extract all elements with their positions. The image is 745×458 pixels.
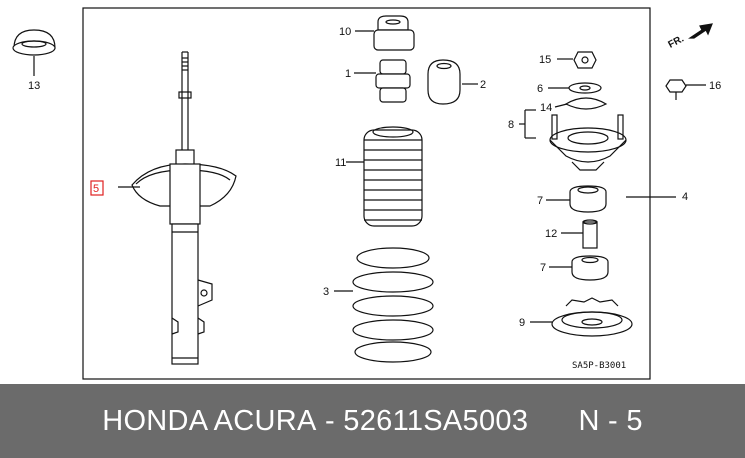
part-13-cap xyxy=(12,29,56,76)
label-1: 1 xyxy=(345,68,351,80)
label-8: 8 xyxy=(508,119,514,131)
part-14-plate xyxy=(554,97,608,110)
label-9: 9 xyxy=(519,317,525,329)
part-7-lower-bushing xyxy=(549,255,609,281)
part-6-washer xyxy=(548,82,602,94)
label-7-upper: 7 xyxy=(537,195,543,207)
part-5-strut xyxy=(118,51,237,365)
part-2-rubber xyxy=(427,59,478,105)
part-12-collar xyxy=(561,219,598,249)
label-13: 13 xyxy=(28,80,40,92)
part-number: 52611SA5003 xyxy=(343,404,529,437)
part-8-bracket xyxy=(519,109,536,139)
label-4: 4 xyxy=(682,191,688,203)
label-3: 3 xyxy=(323,286,329,298)
label-10: 10 xyxy=(339,26,351,38)
brand-name: HONDA ACURA xyxy=(102,404,317,437)
part-9-spring-seat xyxy=(530,297,633,337)
label-2: 2 xyxy=(480,79,486,91)
diagram-position: N - 5 xyxy=(578,404,643,437)
caption-separator: - xyxy=(316,404,344,437)
footer-caption: HONDA ACURA - 52611SA5003 N - 5 xyxy=(0,384,745,458)
part-5-highlight xyxy=(90,180,104,196)
label-14: 14 xyxy=(540,102,552,114)
front-direction-label: FR. xyxy=(667,33,687,50)
label-15: 15 xyxy=(539,54,551,66)
part-3-spring xyxy=(334,247,434,363)
footer-bar: HONDA ACURA - 52611SA5003 N - 5 xyxy=(0,384,745,458)
part-7-upper-bushing xyxy=(546,185,607,213)
label-16: 16 xyxy=(709,80,721,92)
caption-gap xyxy=(528,405,578,438)
label-6: 6 xyxy=(537,83,543,95)
label-12: 12 xyxy=(545,228,557,240)
part-16-nut xyxy=(665,79,706,100)
parts-diagram: 13 5 10 1 2 11 3 15 6 14 8 16 4 7 12 7 9… xyxy=(12,7,721,380)
part-15-nut xyxy=(557,51,597,69)
label-11: 11 xyxy=(335,157,346,169)
label-5: 5 xyxy=(93,183,99,195)
diagram-code: SA5P-B3001 xyxy=(572,361,626,371)
part-10-mount xyxy=(355,15,415,51)
part-1-bump-stop xyxy=(354,59,411,103)
diagram-frame xyxy=(82,7,651,380)
part-4-upper-mount xyxy=(549,114,676,198)
label-7-lower: 7 xyxy=(540,262,546,274)
part-11-dust-boot xyxy=(346,126,423,227)
front-direction-arrow-icon xyxy=(688,23,713,39)
